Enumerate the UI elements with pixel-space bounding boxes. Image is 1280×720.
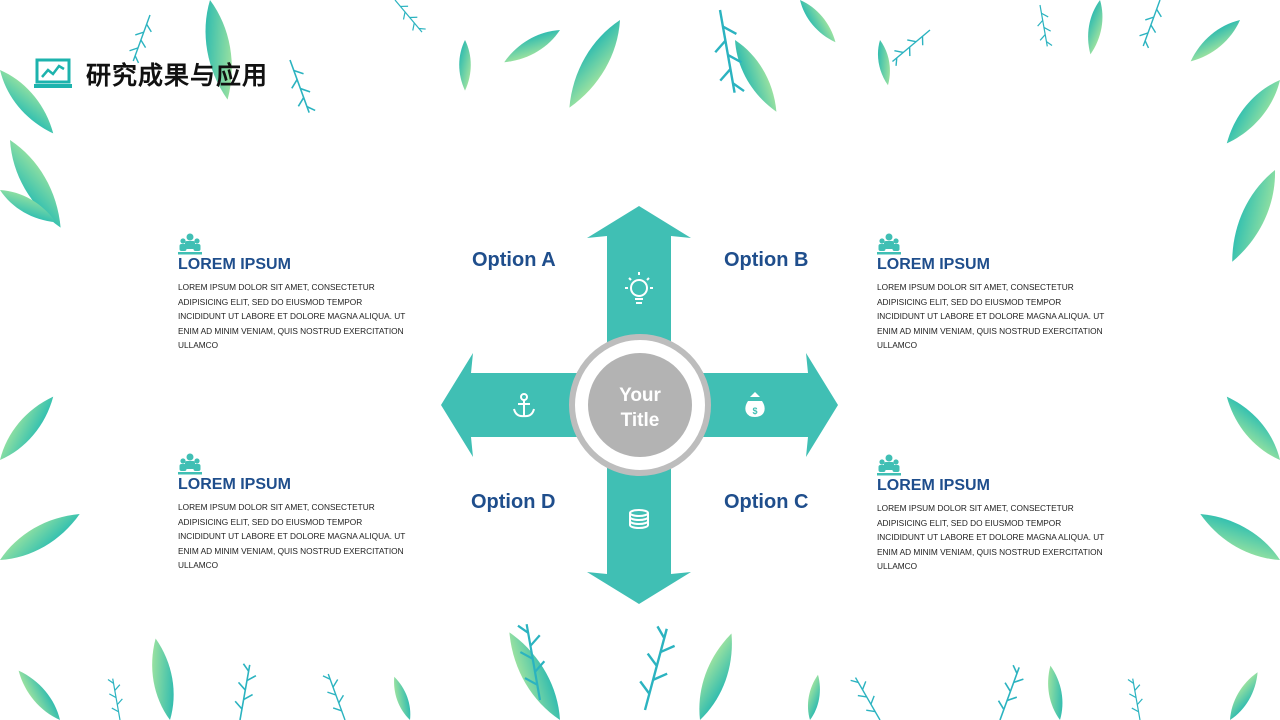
info-body: LOREM IPSUM DOLOR SIT AMET, CONSECTETUR …: [178, 282, 406, 350]
info-block-bottom-right: LOREM IPSUM LOREM IPSUM DOLOR SIT AMET, …: [877, 454, 1107, 574]
info-title: LOREM IPSUM: [178, 476, 291, 493]
arrow-up: [587, 206, 691, 380]
option-b-label: Option B: [724, 249, 809, 271]
people-group-icon: [178, 453, 202, 475]
people-group-icon: [877, 233, 901, 255]
option-d-label: Option D: [471, 491, 556, 513]
lightbulb-icon: [625, 272, 653, 304]
hub-title-line2: Title: [621, 410, 660, 431]
info-title: LOREM IPSUM: [178, 256, 291, 273]
slide-header: 研究成果与应用: [34, 56, 268, 92]
anchor-icon: [513, 393, 535, 418]
database-icon: [629, 509, 649, 529]
people-group-icon: [178, 233, 202, 255]
option-c-label: Option C: [724, 491, 809, 513]
hub-inner-disc: [588, 353, 692, 457]
info-body: LOREM IPSUM DOLOR SIT AMET, CONSECTETUR …: [877, 282, 1105, 350]
monitor-chart-icon: [34, 58, 72, 88]
hub-title-line1: Your: [619, 385, 661, 406]
info-body: LOREM IPSUM DOLOR SIT AMET, CONSECTETUR …: [178, 502, 406, 570]
money-bag-icon: $: [745, 392, 765, 417]
info-block-top-left: LOREM IPSUM LOREM IPSUM DOLOR SIT AMET, …: [178, 233, 408, 353]
svg-text:$: $: [752, 406, 757, 416]
page-title: 研究成果与应用: [86, 62, 269, 90]
option-a-label: Option A: [472, 249, 556, 271]
people-group-icon: [877, 454, 901, 476]
info-title: LOREM IPSUM: [877, 256, 990, 273]
info-block-top-right: LOREM IPSUM LOREM IPSUM DOLOR SIT AMET, …: [877, 233, 1107, 353]
info-body: LOREM IPSUM DOLOR SIT AMET, CONSECTETUR …: [877, 503, 1105, 571]
info-block-bottom-left: LOREM IPSUM LOREM IPSUM DOLOR SIT AMET, …: [178, 453, 408, 573]
info-title: LOREM IPSUM: [877, 477, 990, 494]
